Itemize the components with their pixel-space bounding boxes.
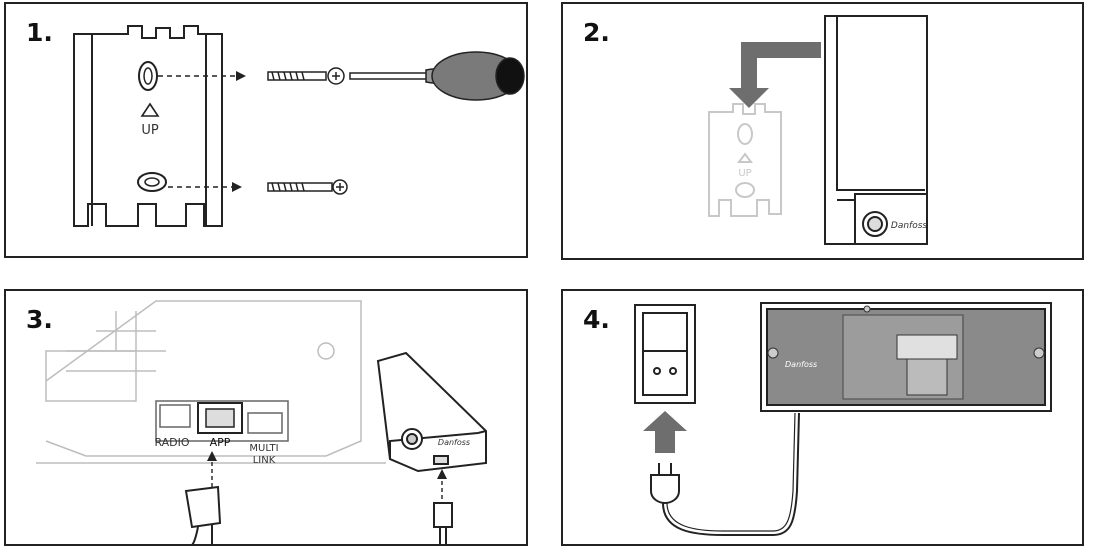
bottom-screw (267, 179, 348, 195)
app-module (376, 351, 487, 473)
mounting-plate-illustration: UP (73, 25, 525, 227)
brand-logo: Danfoss (785, 360, 817, 369)
faded-wall-plate (708, 103, 782, 217)
screwdriver (349, 51, 525, 101)
cable-plug-right (433, 502, 453, 544)
mount-module-illustration: UP Danfoss (708, 15, 928, 245)
step-4-panel: 4. D (561, 289, 1084, 546)
bottom-slot (137, 172, 167, 192)
step-number: 4. (583, 305, 610, 334)
app-port-label: APP (210, 436, 231, 449)
link-port-label: LINK (253, 455, 276, 466)
wall-socket (634, 304, 696, 404)
top-screw (267, 67, 345, 85)
step-number: 3. (26, 305, 53, 334)
step-3-panel: 3. RADIO APP MULTI LINK (4, 289, 528, 546)
power-cable (662, 412, 800, 536)
up-triangle-icon (140, 102, 160, 117)
cable-connection-illustration: RADIO APP MULTI LINK Danfoss (36, 300, 487, 544)
power-plug (650, 463, 680, 505)
brand-logo: Danfoss (438, 438, 470, 447)
up-label: UP (738, 168, 751, 179)
step-1-panel: 1. UP (4, 2, 528, 258)
step-2-panel: 2. UP Danfoss (561, 2, 1084, 260)
cable-plug-left (184, 485, 222, 544)
placement-arrow (729, 42, 821, 108)
brand-logo: Danfoss (891, 221, 928, 231)
power-connection-illustration: Danfoss (634, 302, 1052, 536)
step-number: 2. (583, 18, 610, 47)
floor-heating-controller (760, 302, 1052, 412)
step-number: 1. (26, 18, 53, 47)
radio-port-label: RADIO (154, 436, 189, 449)
top-slot (138, 61, 158, 91)
up-label: UP (141, 123, 159, 138)
port-block (155, 400, 289, 442)
multi-port-label: MULTI (249, 443, 278, 454)
plug-in-arrow (643, 411, 687, 453)
controller-base (36, 300, 386, 464)
app-module (824, 15, 928, 245)
